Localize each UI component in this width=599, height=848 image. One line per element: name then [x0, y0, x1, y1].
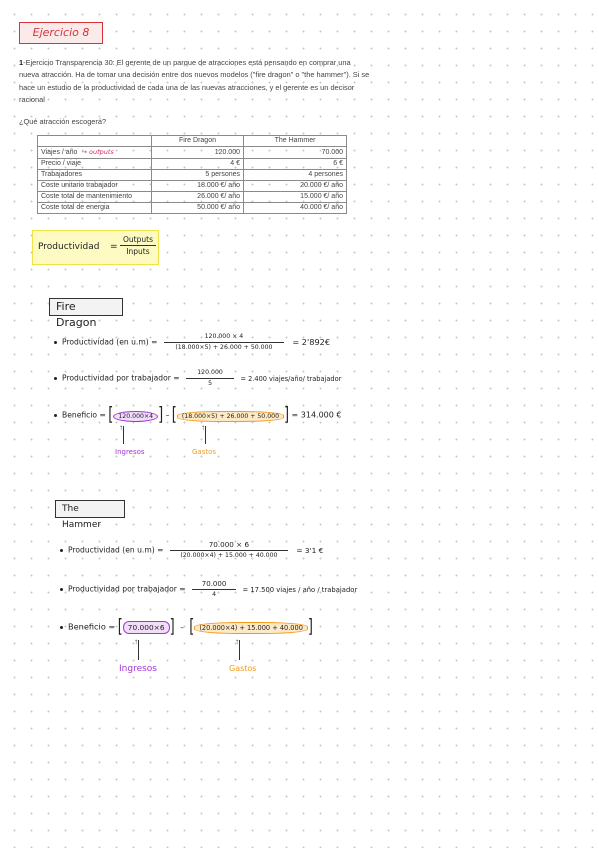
th-ingresos-pill: 70.000×6	[122, 620, 170, 634]
fd-productividad-trabajador: Productividad por trabajador = 120.000 5…	[54, 369, 341, 388]
fd-gastos-pill: (18.000×5) + 26.000 + 50.000	[176, 410, 285, 422]
fd-beneficio-result: = 314.000 €	[291, 410, 342, 420]
problem-statement: 1-Ejercicio Transparencia 30: El gerente…	[19, 57, 371, 107]
table-cell: 120.000	[151, 146, 244, 159]
table-cell: 70.000	[243, 146, 347, 159]
th-gastos-pill: (20.000×4) + 15.000 + 40.000	[194, 621, 308, 634]
table-header-cell: Fire Dragon	[151, 135, 244, 147]
table-cell: 50.000 €/ año	[151, 202, 244, 214]
bullet	[54, 377, 57, 380]
th-productividad-um-result: = 3'1 €	[296, 545, 324, 555]
table-cell: 4 €	[151, 158, 244, 170]
table-cell: 20.000 €/ año	[243, 180, 347, 192]
table-cell: 15.000 €/ año	[243, 191, 347, 203]
productividad-formula-box: Productividad = Outputs Inputs	[32, 230, 159, 265]
bullet	[60, 626, 63, 629]
exercise-title: Ejercicio 8	[19, 22, 103, 44]
table-row: Precio / viaje 4 € 6 €	[37, 158, 347, 170]
fd-productividad-um-result: = 2'892€	[292, 336, 331, 347]
table-row-label: Coste total de mantenimiento	[37, 191, 152, 203]
bullet	[60, 549, 63, 552]
table-row: Viajes / año→ outputs 120.000 70.000	[37, 146, 347, 159]
formula-fraction: Outputs Inputs	[120, 235, 156, 256]
table-cell: 5 persones	[151, 169, 244, 181]
arrow-head-icon: ↑	[201, 423, 205, 432]
table-header-cell	[37, 135, 152, 147]
bullet	[54, 341, 57, 344]
table-row: Coste total de mantenimiento 26.000 €/ a…	[37, 191, 347, 203]
outputs-annotation: → outputs	[81, 148, 114, 156]
fd-productividad-um-fraction: 120.000 × 4 (18.000×5) + 26.000 + 50.000	[163, 333, 284, 352]
table-header-row: Fire Dragon The Hammer	[37, 135, 347, 147]
th-ingresos-label: Ingresos	[119, 664, 157, 674]
th-beneficio: Beneficio = [70.000×6] – [(20.000×4) + 1…	[60, 617, 313, 638]
fd-beneficio: Beneficio = [120.000×4] – [(18.000×5) + …	[54, 405, 342, 426]
formula-numerator: Outputs	[123, 235, 153, 244]
fd-gastos-label: Gastos	[192, 448, 217, 456]
table-row-label: Coste unitario trabajador	[37, 180, 152, 192]
th-productividad-um-fraction: 70.000 × 6 (20.000×4) + 15.000 + 40.000	[169, 541, 288, 560]
arrow-head-icon: ↑	[119, 423, 123, 432]
table-row-label: Trabajadores	[37, 169, 152, 181]
formula-denominator: Inputs	[126, 247, 150, 256]
fd-gastos-arrow	[205, 426, 206, 444]
table-row: Coste unitario trabajador 18.000 €/ año …	[37, 180, 347, 192]
fd-productividad-um: Productividad (en u.m) = 120.000 × 4 (18…	[54, 333, 330, 352]
th-productividad-trabajador-result: = 17.500 viajes / año / trabajador	[242, 585, 358, 594]
table-cell: 4 persones	[243, 169, 347, 181]
th-gastos-label: Gastos	[229, 664, 257, 673]
arrow-head-icon: ↑	[235, 637, 239, 646]
section-title-the-hammer: The Hammer	[55, 500, 125, 530]
fd-productividad-trabajador-result: = 2.400 viajes/año/ trabajador	[240, 374, 342, 383]
bullet	[54, 414, 57, 417]
table-row: Trabajadores 5 persones 4 persones	[37, 169, 347, 181]
formula-label: Productividad	[38, 242, 100, 252]
table-row-label: Coste total de energia	[37, 202, 152, 214]
question: ¿Qué atracción escogerá?	[19, 117, 107, 126]
formula-equals: =	[110, 242, 118, 252]
table-cell: 26.000 €/ año	[151, 191, 244, 203]
table-row-label: Viajes / año→ outputs	[37, 146, 152, 159]
problem-number: 1	[19, 58, 24, 67]
th-gastos-arrow	[239, 640, 240, 660]
data-table: Fire Dragon The Hammer Viajes / año→ out…	[37, 135, 347, 214]
th-productividad-trabajador-fraction: 70.000 4	[192, 580, 237, 599]
fd-ingresos-label: Ingresos	[115, 448, 145, 456]
fd-productividad-trabajador-fraction: 120.000 5	[186, 369, 235, 388]
th-productividad-trabajador: Productividad por trabajador = 70.000 4 …	[60, 580, 357, 599]
th-productividad-um: Productividad (en u.m) = 70.000 × 6 (20.…	[60, 541, 323, 560]
fd-ingresos-arrow	[123, 426, 124, 444]
problem-text: -Ejercicio Transparencia 30: El gerente …	[19, 58, 370, 105]
bullet	[60, 588, 63, 591]
table-cell: 40.000 €/ año	[243, 202, 347, 214]
table-header-cell: The Hammer	[243, 135, 347, 147]
fd-ingresos-pill: 120.000×4	[113, 410, 159, 422]
table-cell: 6 €	[243, 158, 347, 170]
th-ingresos-arrow	[138, 640, 139, 660]
arrow-head-icon: ↑	[134, 637, 138, 646]
section-title-fire-dragon: Fire Dragon	[49, 298, 123, 329]
table-row: Coste total de energia 50.000 €/ año 40.…	[37, 202, 347, 214]
table-row-label: Precio / viaje	[37, 158, 152, 170]
table-cell: 18.000 €/ año	[151, 180, 244, 192]
